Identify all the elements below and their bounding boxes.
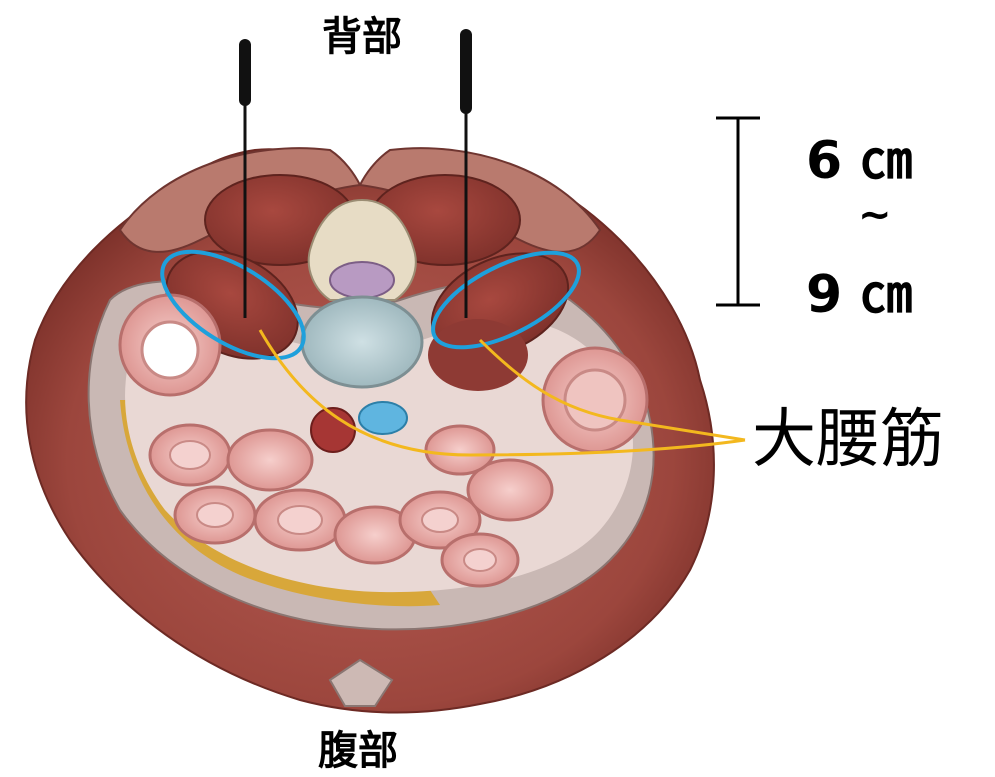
- depth-scale-bar: [716, 116, 760, 307]
- linea-alba: [328, 658, 394, 707]
- ascending-colon: [118, 293, 222, 397]
- psoas-muscle-label: 大腰筋: [752, 403, 944, 477]
- depth-min-label: 6 ㎝: [806, 131, 913, 191]
- back-label: 背部: [322, 14, 402, 60]
- spinal-cord: [329, 261, 395, 299]
- depth-separator: ~: [858, 192, 892, 238]
- psoas-right-lower: [428, 319, 528, 391]
- leader-line-left: [258, 329, 746, 457]
- small-intestine: [148, 423, 554, 588]
- psoas-highlight-left: [160, 249, 306, 361]
- psoas-highlight-right: [431, 250, 581, 350]
- vena-cava: [358, 401, 408, 435]
- leader-line-right: [478, 338, 746, 442]
- abdomen-label: 腹部: [318, 728, 398, 774]
- descending-colon: [541, 346, 649, 454]
- intervertebral-disc: [300, 295, 424, 389]
- depth-max-label: 9 ㎝: [806, 265, 913, 325]
